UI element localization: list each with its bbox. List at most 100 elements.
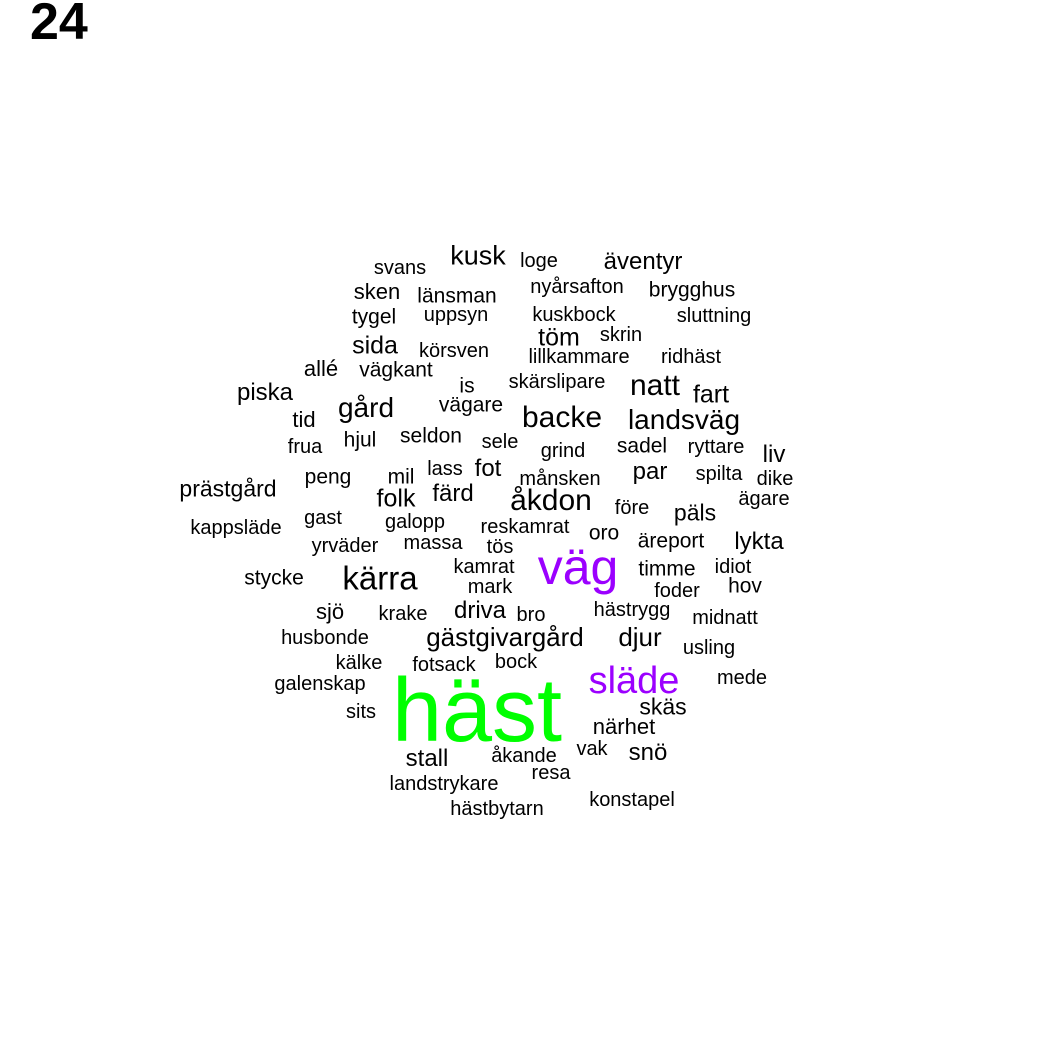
cloud-word: galopp — [384, 511, 446, 533]
cloud-word: mede — [716, 667, 768, 689]
cloud-word: kamrat — [453, 556, 515, 578]
cloud-word: uppsyn — [423, 304, 489, 326]
cloud-word: loge — [520, 250, 558, 272]
cloud-word: fot — [474, 455, 502, 482]
cloud-word: färd — [432, 480, 474, 507]
cloud-word: stall — [405, 745, 449, 772]
cloud-word: mil — [387, 465, 415, 489]
cloud-word: yrväder — [311, 535, 379, 557]
cloud-word: prästgård — [179, 475, 277, 502]
cloud-word: oro — [588, 521, 620, 545]
cloud-word: fart — [692, 380, 730, 409]
cloud-word: backe — [521, 401, 603, 434]
cloud-word: släde — [588, 660, 680, 702]
cloud-word: åkdon — [510, 484, 592, 517]
cloud-word: fotsack — [412, 654, 476, 676]
cloud-word: konstapel — [589, 789, 675, 811]
cloud-word: hjul — [343, 428, 377, 452]
cloud-word: tös — [486, 536, 514, 558]
cloud-word: länsman — [417, 284, 497, 308]
cloud-word: driva — [453, 597, 507, 624]
cloud-word: usling — [682, 637, 736, 659]
cloud-word: mark — [467, 576, 513, 598]
cloud-word: galenskap — [274, 673, 366, 695]
cloud-word: tid — [292, 407, 316, 432]
cloud-word: spilta — [695, 463, 743, 485]
cloud-word: skrin — [599, 324, 643, 346]
cloud-word: allé — [303, 356, 339, 381]
cloud-word: massa — [403, 532, 463, 554]
cloud-word: seldon — [400, 424, 462, 448]
cloud-word: hov — [728, 574, 762, 598]
cloud-word: snö — [628, 739, 668, 766]
cloud-word: vak — [576, 738, 608, 760]
cloud-word: bro — [516, 604, 546, 626]
cloud-word: kusk — [450, 240, 506, 271]
cloud-word: foder — [654, 580, 700, 602]
cloud-word: gård — [337, 392, 395, 423]
cloud-word: töm — [538, 323, 580, 352]
cloud-word: körsven — [418, 340, 490, 362]
cloud-word: sits — [346, 701, 376, 723]
cloud-word: päls — [673, 499, 717, 526]
cloud-word: peng — [304, 465, 352, 489]
cloud-word: närhet — [592, 714, 656, 739]
cloud-word: kuskbock — [532, 304, 616, 326]
cloud-word: grind — [540, 440, 586, 462]
cloud-word: djur — [618, 622, 662, 652]
cloud-word: nyårsafton — [530, 276, 624, 298]
cloud-word: kälke — [335, 652, 383, 674]
cloud-word: landsväg — [627, 404, 741, 435]
cloud-word: resa — [531, 762, 571, 784]
cloud-word: månsken — [519, 468, 601, 490]
cloud-word: svans — [373, 257, 427, 279]
cloud-word: lillkammare — [528, 346, 630, 368]
cloud-word: midnatt — [692, 607, 758, 629]
cloud-word: sele — [481, 431, 519, 453]
cloud-word: is — [459, 374, 475, 398]
cloud-word: lykta — [734, 528, 784, 555]
cloud-word: idiot — [714, 556, 752, 578]
cloud-word: folk — [376, 484, 416, 513]
cloud-word: ägare — [738, 488, 790, 510]
cloud-word: åkande — [491, 745, 557, 767]
cloud-word: liv — [762, 441, 786, 468]
cloud-word: kappsläde — [190, 517, 282, 539]
cloud-word: gästgivargård — [426, 622, 584, 652]
cloud-word: landstrykare — [389, 773, 499, 795]
cloud-word: hästbytarn — [450, 798, 544, 820]
cloud-word: häst — [391, 661, 563, 761]
cloud-word: ridhäst — [660, 346, 722, 368]
cloud-word: sluttning — [676, 305, 752, 327]
cloud-word: skärslipare — [508, 371, 606, 393]
cloud-word: husbonde — [281, 627, 369, 649]
cloud-word: piska — [236, 379, 294, 406]
cloud-word: bock — [494, 651, 538, 673]
cloud-word: stycke — [244, 566, 304, 590]
cloud-word: sida — [352, 331, 398, 360]
cloud-word: frua — [287, 436, 323, 458]
cloud-word: gast — [304, 507, 342, 529]
cloud-word: ryttare — [687, 436, 745, 458]
cloud-word: äventyr — [603, 248, 683, 275]
cloud-word: kärra — [342, 559, 418, 597]
cloud-word: par — [632, 458, 668, 485]
cloud-word: tygel — [351, 305, 397, 329]
cloud-word: reskamrat — [480, 516, 570, 538]
cloud-word: sken — [353, 279, 401, 304]
cloud-word: brygghus — [648, 278, 736, 302]
cloud-word: skäs — [639, 693, 687, 720]
cloud-word: hästrygg — [593, 599, 671, 621]
cloud-word: äreport — [637, 529, 705, 553]
cloud-word: sadel — [616, 434, 668, 458]
cloud-word: dike — [756, 468, 794, 490]
cloud-word: före — [614, 497, 650, 519]
cloud-word: lass — [427, 458, 463, 480]
cloud-word: krake — [378, 603, 428, 625]
cloud-word: väg — [537, 539, 619, 595]
cloud-word: timme — [638, 557, 696, 581]
cloud-word: sjö — [315, 599, 345, 624]
cloud-word: vägare — [438, 393, 504, 417]
page-number: 24 — [30, 0, 88, 51]
